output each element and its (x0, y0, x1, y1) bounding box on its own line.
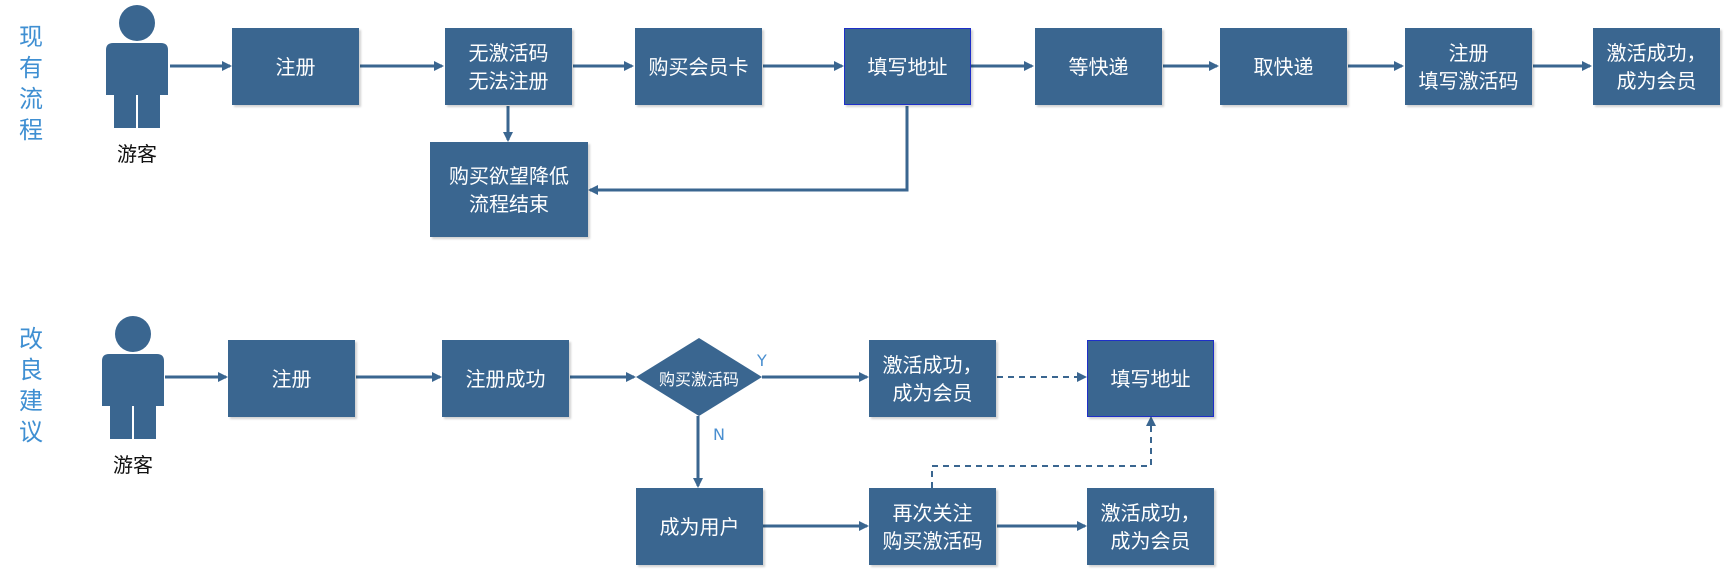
step-activation-success-b: 激活成功， 成为会员 (1087, 488, 1214, 565)
step-become-user: 成为用户 (636, 488, 763, 565)
step-activation-success-a: 激活成功， 成为会员 (869, 340, 996, 417)
step-fill-address: 填写地址 (844, 28, 971, 105)
arrow (588, 106, 909, 195)
step-register: 注册 (232, 28, 359, 105)
step-pick-delivery: 取快递 (1220, 28, 1347, 105)
step-buy-member-card: 购买会员卡 (635, 28, 762, 105)
actor-guest-2: 游客 (113, 453, 153, 477)
branch-no: N (713, 425, 725, 444)
person-icon (102, 316, 164, 439)
step-activation-success: 激活成功， 成为会员 (1593, 28, 1720, 105)
section-label-current: 现 有 流 程 (19, 23, 43, 144)
step-register-improved: 注册 (228, 340, 355, 417)
step-follow-buy-code: 再次关注 购买激活码 (869, 488, 996, 565)
step-purchase-intent-drop: 购买欲望降低 流程结束 (430, 142, 588, 237)
step-wait-delivery: 等快递 (1035, 28, 1162, 105)
dashed-arrow (931, 416, 1156, 488)
decision-buy-code: 购买激活码 (658, 370, 739, 389)
branch-yes: Y (757, 351, 767, 370)
step-fill-address-improved: 填写地址 (1087, 340, 1214, 417)
step-register-with-code: 注册 填写激活码 (1405, 28, 1532, 105)
person-icon (106, 5, 168, 128)
decision-diamond (636, 338, 762, 416)
actor-guest-1: 游客 (117, 142, 157, 166)
step-register-success: 注册成功 (442, 340, 569, 417)
step-no-activation-code: 无激活码 无法注册 (445, 28, 572, 105)
section-label-improved: 改 良 建 议 (19, 325, 43, 446)
